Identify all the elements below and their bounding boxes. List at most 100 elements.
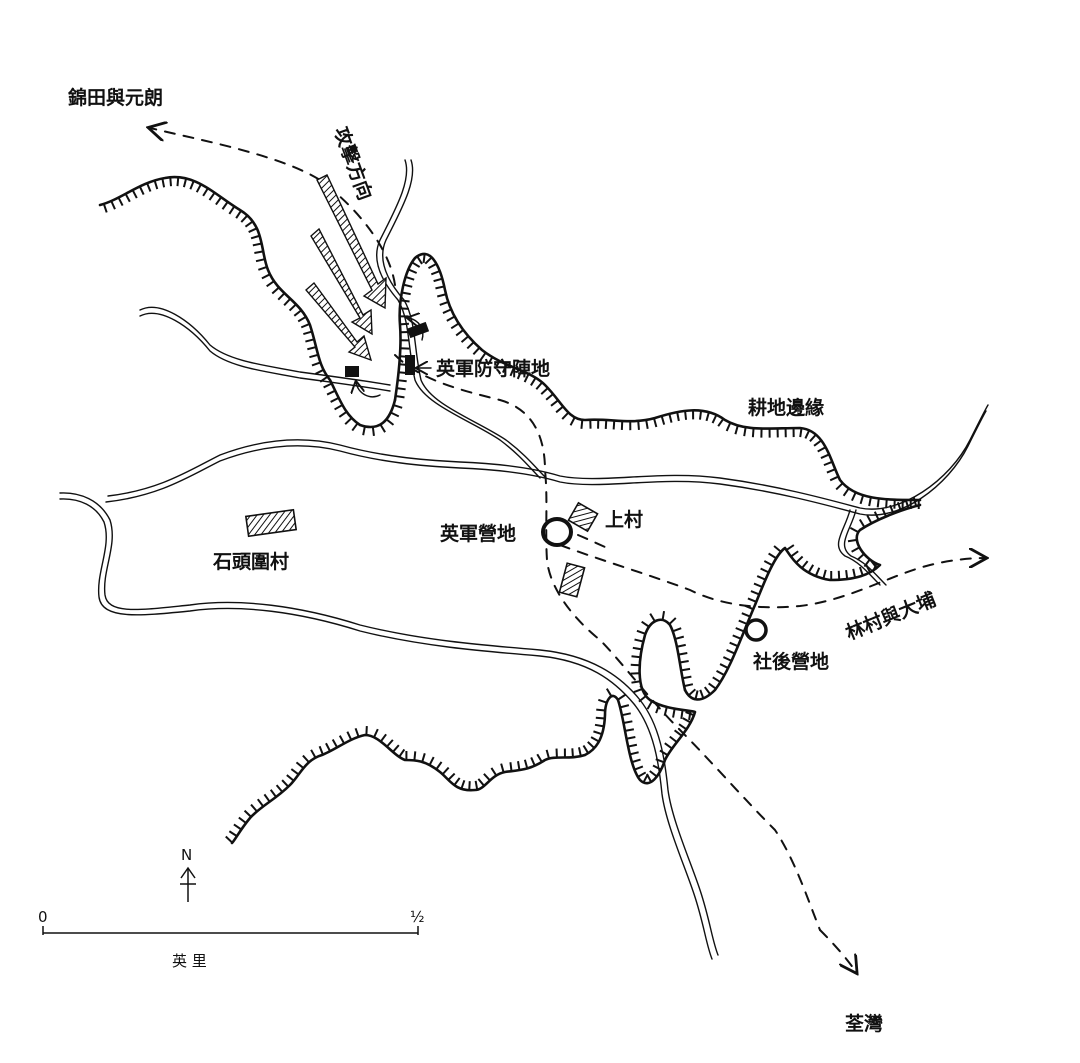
- defence-post-3: [345, 366, 359, 377]
- hachure-tick: [679, 660, 689, 664]
- ridge-hachures: [102, 177, 920, 844]
- hachure-tick: [433, 277, 443, 283]
- hachure-tick: [636, 629, 646, 635]
- hachure-tick: [593, 730, 603, 736]
- village-sheung-tsuen-1: [567, 501, 599, 533]
- hachure-tick: [439, 300, 449, 306]
- hachure-tick: [649, 770, 658, 778]
- hachure-tick: [395, 395, 405, 399]
- hachure-tick: [396, 387, 406, 391]
- hachure-tick: [351, 422, 359, 432]
- hachure-tick: [773, 545, 782, 553]
- hachure-tick: [545, 749, 550, 759]
- hachure-tick: [626, 736, 636, 740]
- attack-arrow-2: [310, 227, 373, 336]
- village-shek-tau-wai: [244, 508, 298, 538]
- hachure-tick: [208, 192, 216, 201]
- hachure-tick: [685, 711, 695, 717]
- hachure-tick: [240, 214, 249, 223]
- hachure-tick: [712, 676, 721, 683]
- hachure-tick: [823, 460, 833, 467]
- hachure-tick: [288, 303, 297, 312]
- hachure-tick: [424, 256, 433, 265]
- hachure-tick: [676, 643, 686, 648]
- hachure-tick: [403, 283, 413, 288]
- hachure-tick: [261, 273, 271, 280]
- hachure-tick: [413, 751, 417, 761]
- hachure-tick: [672, 627, 682, 633]
- hachure-tick: [668, 617, 677, 625]
- hachure-tick: [694, 690, 699, 700]
- hachure-tick: [386, 739, 394, 748]
- hachure-tick: [617, 693, 626, 701]
- hachure-tick: [734, 425, 739, 435]
- attack-arrow-1: [316, 174, 387, 310]
- hachure-tick: [799, 428, 803, 438]
- label-upper-village: 上村: [605, 508, 643, 531]
- hachure-tick: [596, 708, 606, 712]
- hachure-tick: [325, 742, 332, 752]
- hachure-tick: [684, 410, 688, 420]
- defence-post-2: [405, 355, 415, 375]
- hachure-tick: [354, 727, 360, 738]
- hachure-tick: [483, 773, 491, 782]
- hachure-tick: [634, 638, 644, 643]
- hachure-tick: [334, 404, 343, 411]
- label-she-hau-camp: 社後營地: [752, 650, 829, 673]
- hachure-tick: [637, 771, 647, 778]
- hachure-tick: [708, 682, 717, 690]
- hachure-tick: [732, 634, 742, 640]
- hachure-tick: [266, 280, 275, 288]
- hachure-tick: [760, 567, 770, 574]
- defence-post-1: [406, 321, 430, 339]
- hachure-tick: [680, 709, 684, 720]
- hachure-tick: [663, 706, 668, 716]
- hachure-tick: [466, 341, 475, 350]
- scale-bar: 0 ½ 英 里: [38, 908, 425, 970]
- hachure-tick: [303, 330, 313, 336]
- hachure-tick: [785, 544, 795, 551]
- hachure-tick: [698, 410, 703, 420]
- hachure-tick: [699, 689, 705, 699]
- hachure-tick: [580, 419, 584, 429]
- hachure-tick: [653, 418, 658, 428]
- hachure-tick: [269, 789, 277, 798]
- hachure-tick: [441, 766, 450, 775]
- main-river: [59, 492, 719, 960]
- hachure-tick: [849, 527, 859, 534]
- hachure-tick: [326, 389, 336, 396]
- hachure-tick: [405, 275, 415, 281]
- hachure-tick: [523, 373, 530, 383]
- ridge-north-knoll: [393, 252, 922, 502]
- hachure-tick: [250, 234, 260, 240]
- hachure-tick: [807, 564, 815, 574]
- hachure-tick: [868, 497, 872, 507]
- hachure-tick: [436, 293, 447, 298]
- hachure-tick: [673, 729, 683, 737]
- settlements: [244, 501, 768, 642]
- hachure-tick: [678, 723, 688, 731]
- hachure-tick: [169, 177, 172, 187]
- hachure-tick: [866, 514, 873, 524]
- hachure-tick: [233, 823, 242, 831]
- hachure-tick: [703, 686, 711, 695]
- hachure-tick: [835, 482, 844, 491]
- hachure-tick: [281, 779, 290, 788]
- ridge-south-spur: [230, 618, 697, 845]
- hachure-tick: [428, 756, 435, 766]
- hachure-tick: [331, 739, 339, 748]
- hachure-tick: [379, 423, 386, 433]
- hachure-tick: [859, 494, 865, 505]
- hachure-tick: [379, 733, 387, 743]
- hachure-tick: [623, 720, 633, 725]
- hachure-tick: [535, 381, 543, 390]
- hachure-tick: [829, 475, 839, 482]
- hachure-tick: [523, 759, 529, 769]
- hachure-tick: [283, 298, 292, 306]
- hachure-tick: [631, 758, 641, 764]
- hachure-tick: [182, 178, 188, 188]
- hachure-tick: [763, 560, 773, 567]
- hachure-tick: [479, 352, 487, 361]
- hachure-tick: [344, 417, 353, 425]
- label-field-edge: 耕地邊緣: [748, 396, 824, 419]
